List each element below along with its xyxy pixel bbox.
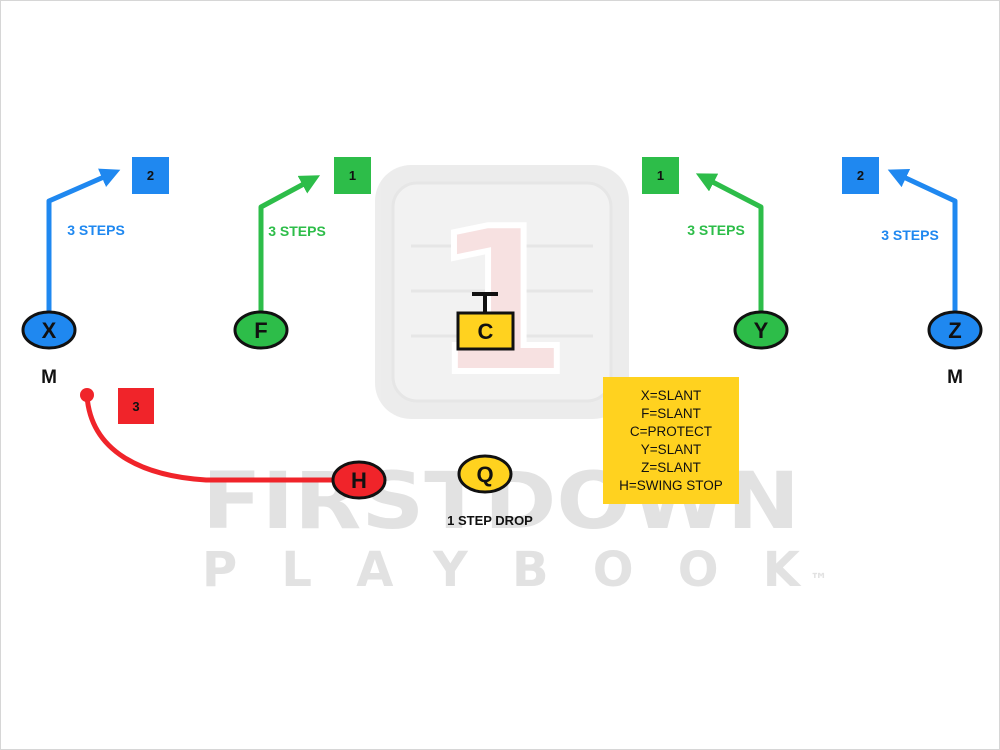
h-route-stop-dot — [80, 388, 94, 402]
legend-item: X=SLANT — [640, 388, 702, 403]
f-route — [258, 175, 321, 313]
read-number-z: 2 — [857, 168, 864, 183]
player-q-label: Q — [476, 462, 493, 487]
x-route — [46, 168, 121, 313]
player-f-label: F — [254, 318, 267, 343]
watermark-tm: ™ — [810, 570, 828, 591]
player-h-label: H — [351, 468, 367, 493]
steps-label-y: 3 STEPS — [687, 222, 745, 238]
z-route — [887, 169, 958, 313]
player-x — [21, 310, 77, 350]
read-box-y — [642, 157, 679, 194]
player-y-label: Y — [754, 318, 769, 343]
legend-item: Y=SLANT — [640, 442, 702, 457]
motion-label-right: M — [947, 367, 963, 388]
read-number-y: 1 — [657, 168, 664, 183]
player-y — [733, 310, 789, 350]
read-box-h — [118, 388, 154, 424]
steps-label-x: 3 STEPS — [67, 222, 125, 238]
player-z-label: Z — [948, 318, 961, 343]
assignment-legend: X=SLANT F=SLANT C=PROTECT Y=SLANT Z=SLAN… — [603, 377, 739, 504]
watermark-logo: 1 — [375, 165, 629, 422]
read-box-z — [842, 157, 879, 194]
qb-drop-label: 1 STEP DROP — [447, 513, 533, 528]
logo-numeral: 1 — [431, 186, 570, 419]
player-f — [233, 310, 289, 350]
player-c-label: C — [478, 319, 494, 344]
legend-item: F=SLANT — [641, 406, 701, 421]
player-z — [927, 310, 983, 350]
steps-label-z: 3 STEPS — [881, 227, 939, 243]
y-route — [695, 173, 764, 313]
legend-item: H=SWING STOP — [619, 478, 723, 493]
motion-label-left: M — [41, 367, 57, 388]
player-h — [331, 460, 387, 500]
legend-item: Z=SLANT — [641, 460, 701, 475]
h-route — [84, 395, 332, 483]
read-number-f: 1 — [349, 168, 356, 183]
watermark-line2: PLAYBOOK — [202, 542, 802, 598]
player-x-label: X — [42, 318, 57, 343]
steps-label-f: 3 STEPS — [268, 223, 326, 239]
read-number-x: 2 — [147, 168, 154, 183]
player-c — [456, 311, 515, 351]
read-box-f — [334, 157, 371, 194]
legend-item: C=PROTECT — [629, 424, 713, 439]
read-number-h: 3 — [132, 399, 139, 414]
read-box-x — [132, 157, 169, 194]
player-q — [457, 454, 513, 494]
